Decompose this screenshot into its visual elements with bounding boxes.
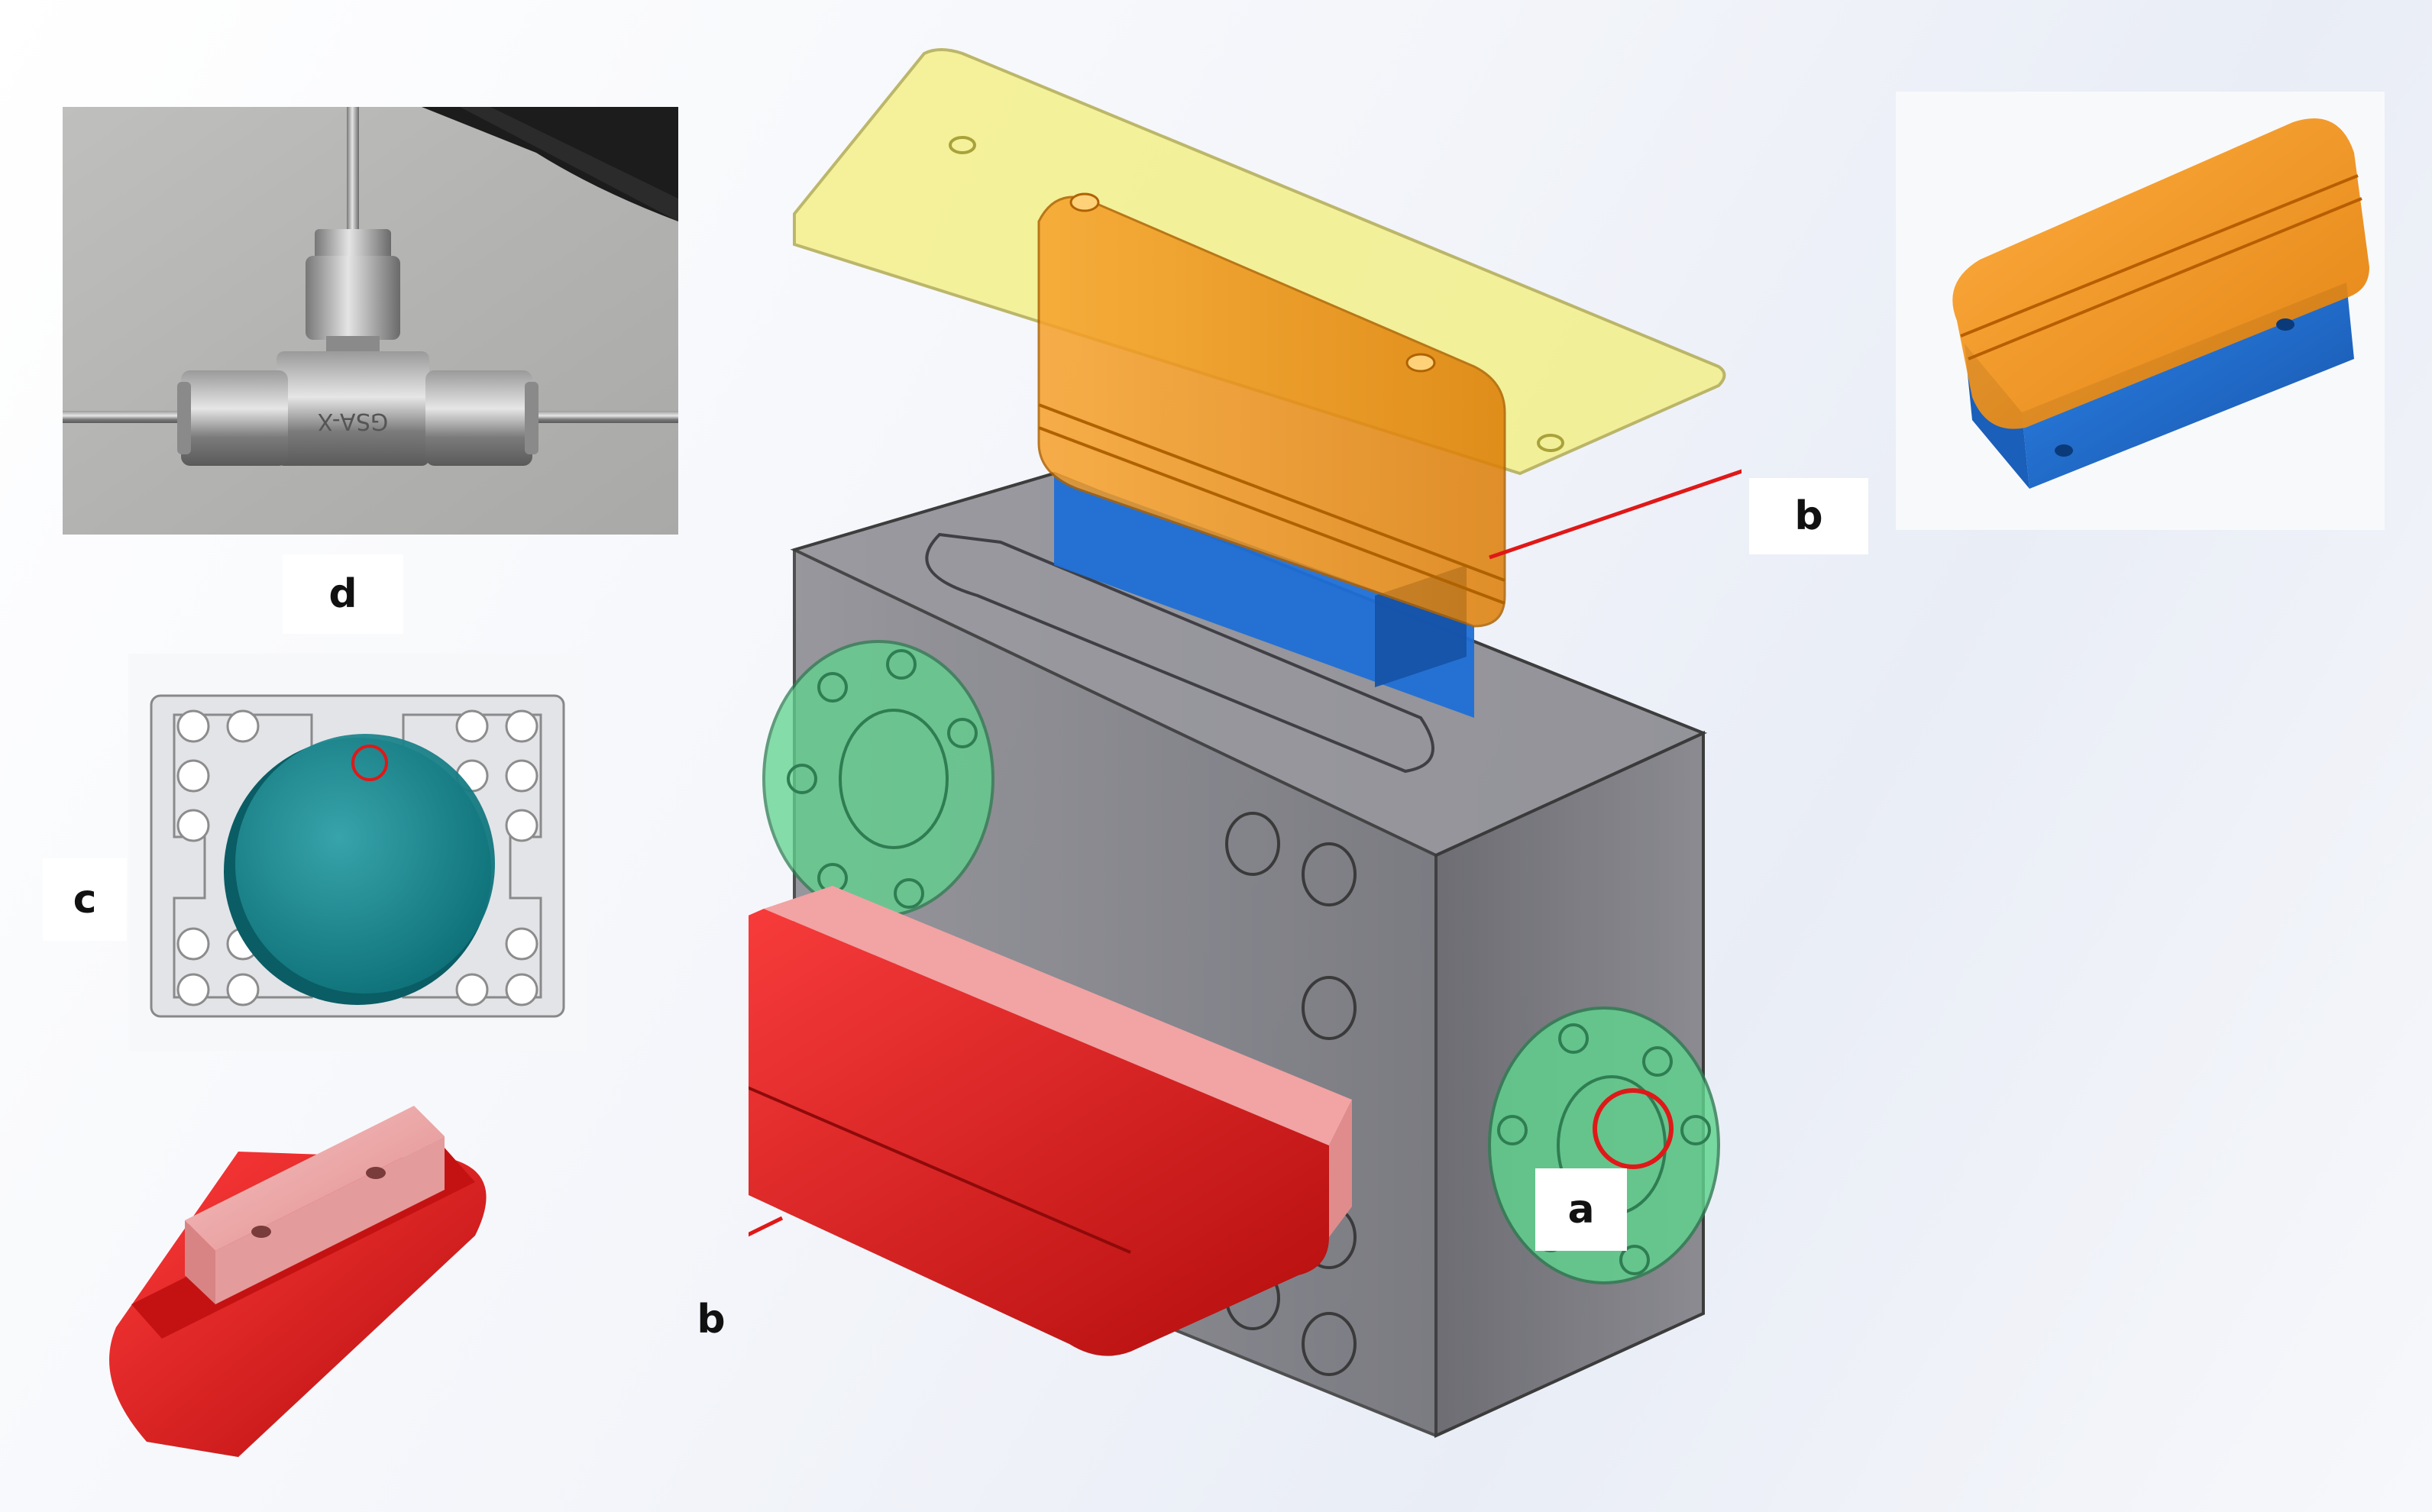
svg-text:GSA-X: GSA-X — [318, 408, 389, 435]
pink-block-top — [185, 1106, 445, 1251]
right-nut — [425, 370, 532, 466]
panel-b-red-part — [47, 1075, 588, 1469]
label-b-bottom: b — [697, 1297, 726, 1342]
panel-b-orange-part — [1896, 92, 2385, 530]
pink-block — [764, 886, 1352, 1145]
top-nut — [306, 256, 400, 340]
orange-cap — [1952, 118, 2369, 429]
tee-fitting-photo: GSA-X — [63, 107, 678, 535]
assembly-drawing — [749, 48, 1742, 1439]
label-c: c — [43, 858, 127, 941]
left-nut — [181, 370, 288, 466]
tee-body — [277, 351, 429, 466]
arrow-to-b-top — [1489, 469, 1742, 560]
vertical-tube — [347, 107, 359, 260]
red-insert — [749, 909, 1329, 1356]
main-assembly — [749, 46, 1742, 1466]
label-b-top: b — [1749, 478, 1868, 554]
label-a: a — [1535, 1168, 1627, 1251]
blue-base — [2022, 283, 2354, 489]
yellow-lid — [793, 48, 1726, 476]
a-highlight-circle — [1593, 1088, 1674, 1169]
dark-shadow — [422, 107, 678, 221]
orange-part-closeup — [1952, 118, 2369, 489]
arrow-to-b-bottom — [749, 1216, 784, 1237]
blue-insert — [1054, 473, 1474, 718]
red-part-closeup — [109, 1106, 487, 1457]
bolt-holes — [176, 709, 538, 1006]
teal-disc — [235, 734, 495, 993]
panel-d-photo: GSA-X — [63, 107, 678, 535]
green-flange-left — [762, 640, 994, 918]
c-highlight-circle — [351, 745, 388, 781]
flange-top-view — [150, 694, 565, 1018]
panel-c-flange-view — [128, 654, 587, 1051]
label-d: d — [283, 554, 403, 634]
